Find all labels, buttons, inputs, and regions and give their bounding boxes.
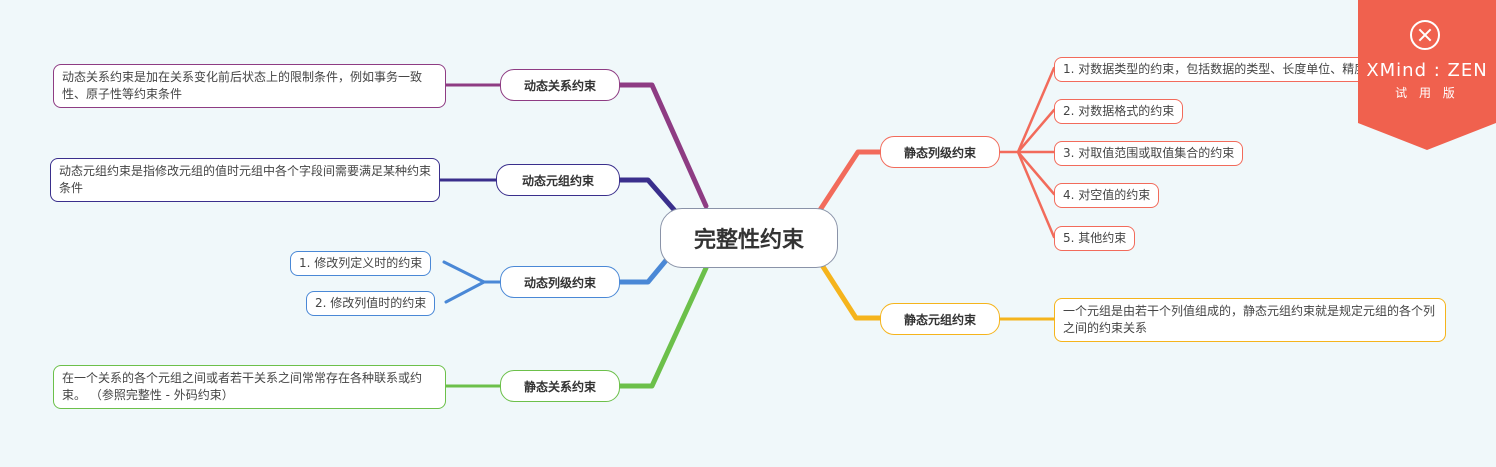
topic-dyn-column[interactable]: 动态列级约束 bbox=[500, 266, 620, 298]
line-static-column-item-4 bbox=[1016, 150, 1056, 196]
item-static-column-2[interactable]: 2. 对数据格式的约束 bbox=[1054, 99, 1184, 124]
item-static-column-3[interactable]: 3. 对取值范围或取值集合的约束 bbox=[1054, 141, 1244, 166]
topic-static-relation[interactable]: 静态关系约束 bbox=[500, 370, 620, 402]
item-dyn-column-2-text: 2. 修改列值时的约束 bbox=[315, 296, 427, 310]
note-dyn-tuple-text: 动态元组约束是指修改元组的值时元组中各个字段间需要满足某种约束条件 bbox=[59, 164, 432, 195]
root-label: 完整性约束 bbox=[693, 228, 804, 253]
topic-static-relation-label: 静态关系约束 bbox=[523, 379, 596, 394]
topic-static-tuple[interactable]: 静态元组约束 bbox=[880, 303, 1000, 335]
topic-static-column-label: 静态列级约束 bbox=[903, 145, 976, 160]
trial-badge: XMind : ZEN 试 用 版 bbox=[1358, 0, 1496, 150]
line-static-column-item-1 bbox=[998, 66, 1056, 154]
root-topic[interactable]: 完整性约束 bbox=[660, 208, 838, 268]
topic-static-tuple-label: 静态元组约束 bbox=[903, 312, 976, 327]
note-dyn-tuple[interactable]: 动态元组约束是指修改元组的值时元组中各个字段间需要满足某种约束条件 bbox=[50, 158, 440, 202]
item-static-column-5-text: 5. 其他约束 bbox=[1063, 231, 1127, 245]
line-static-column-item-2 bbox=[1016, 108, 1056, 154]
item-static-column-5[interactable]: 5. 其他约束 bbox=[1054, 226, 1136, 251]
item-static-column-2-text: 2. 对数据格式的约束 bbox=[1063, 104, 1175, 118]
item-dyn-column-2[interactable]: 2. 修改列值时的约束 bbox=[306, 291, 436, 316]
note-dyn-relation-text: 动态关系约束是加在关系变化前后状态上的限制条件，例如事务一致性、原子性等约束条件 bbox=[62, 70, 423, 101]
note-static-relation[interactable]: 在一个关系的各个元组之间或者若干关系之间常常存在各种联系或约束。 （参照完整性 … bbox=[53, 365, 446, 409]
line-static-relation bbox=[617, 265, 709, 389]
line-dyn-tuple bbox=[617, 177, 679, 215]
item-dyn-column-1[interactable]: 1. 修改列定义时的约束 bbox=[290, 251, 432, 276]
note-dyn-relation[interactable]: 动态关系约束是加在关系变化前后状态上的限制条件，例如事务一致性、原子性等约束条件 bbox=[53, 64, 446, 108]
topic-dyn-tuple[interactable]: 动态元组约束 bbox=[496, 164, 620, 196]
close-icon[interactable] bbox=[1410, 20, 1440, 50]
line-dyn-column bbox=[617, 255, 671, 285]
line-dyn-column-item-2 bbox=[444, 280, 486, 304]
topic-static-column[interactable]: 静态列级约束 bbox=[880, 136, 1000, 168]
topic-dyn-tuple-label: 动态元组约束 bbox=[521, 173, 594, 188]
item-dyn-column-1-text: 1. 修改列定义时的约束 bbox=[299, 256, 423, 270]
trial-edition: 试 用 版 bbox=[1395, 86, 1459, 100]
topic-dyn-relation-label: 动态关系约束 bbox=[523, 78, 596, 93]
note-static-tuple[interactable]: 一个元组是由若干个列值组成的，静态元组约束就是规定元组的各个列之间的约束关系 bbox=[1054, 298, 1446, 342]
item-static-column-4-text: 4. 对空值的约束 bbox=[1063, 188, 1151, 202]
note-static-tuple-text: 一个元组是由若干个列值组成的，静态元组约束就是规定元组的各个列之间的约束关系 bbox=[1063, 304, 1436, 335]
line-static-column bbox=[817, 149, 883, 213]
line-static-column-item-5 bbox=[1016, 150, 1056, 239]
item-static-column-3-text: 3. 对取值范围或取值集合的约束 bbox=[1063, 146, 1235, 160]
line-dyn-column-item-1 bbox=[442, 260, 502, 284]
topic-dyn-column-label: 动态列级约束 bbox=[523, 275, 596, 290]
line-dyn-relation bbox=[617, 82, 709, 209]
trial-brand: XMind : ZEN bbox=[1366, 60, 1488, 81]
line-static-tuple bbox=[817, 259, 883, 321]
item-static-column-4[interactable]: 4. 对空值的约束 bbox=[1054, 183, 1160, 208]
item-static-column-1-text: 1. 对数据类型的约束，包括数据的类型、长度单位、精度等 bbox=[1063, 62, 1379, 76]
topic-dyn-relation[interactable]: 动态关系约束 bbox=[500, 69, 620, 101]
note-static-relation-text: 在一个关系的各个元组之间或者若干关系之间常常存在各种联系或约束。 （参照完整性 … bbox=[62, 371, 423, 402]
